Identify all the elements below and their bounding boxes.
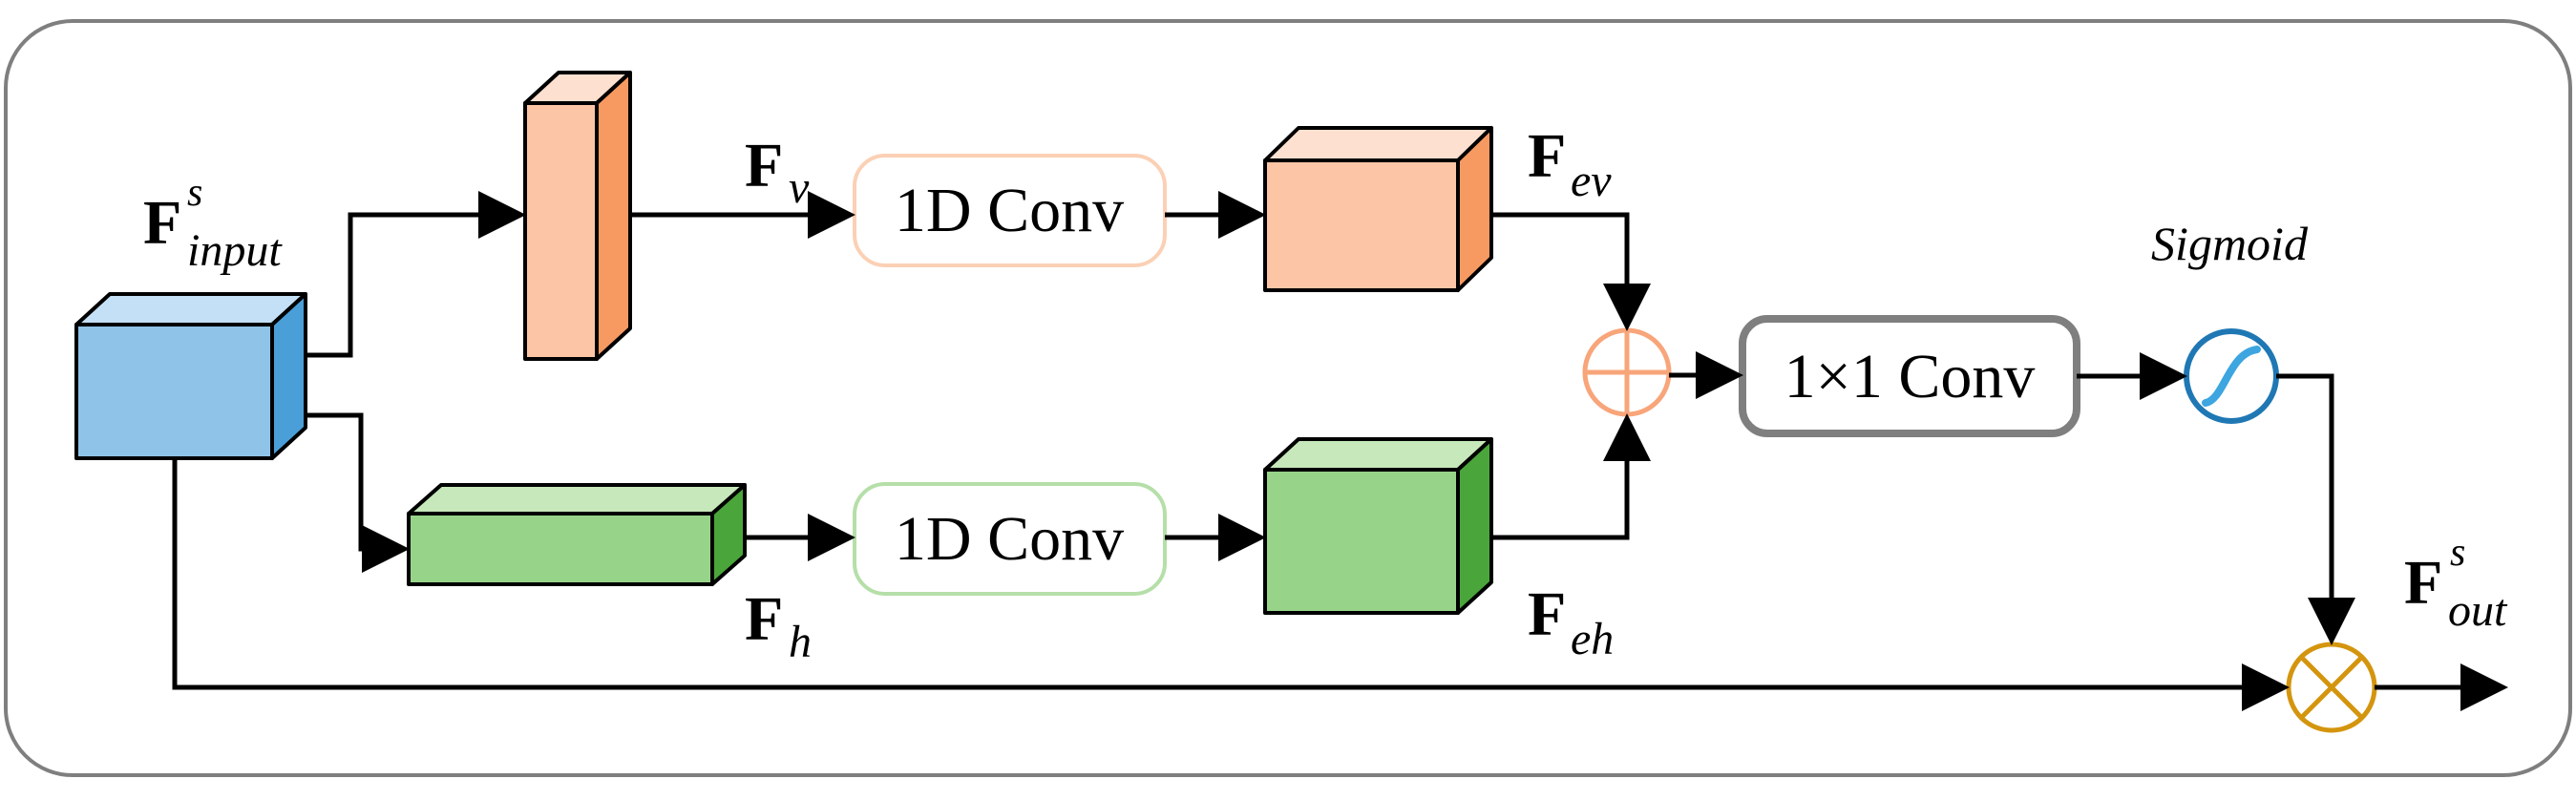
- input-cube: [74, 292, 307, 460]
- multiply-operator: [2286, 642, 2377, 733]
- label-f-ev-sub: ev: [1571, 156, 1612, 206]
- label-f-input-sub: input: [187, 225, 283, 276]
- label-f-v: F v: [745, 131, 810, 213]
- arrow-input-to-fv: [306, 191, 526, 358]
- label-f-input: F s input: [143, 171, 283, 276]
- feh-cube-top: [1263, 437, 1493, 472]
- fv-bar: [523, 71, 632, 361]
- label-sigmoid: Sigmoid: [2151, 217, 2309, 270]
- label-f-input-sup: s: [187, 171, 202, 215]
- label-f-out-sub: out: [2448, 585, 2508, 636]
- fh-bar: [407, 483, 747, 586]
- fh-bar-top: [407, 483, 747, 516]
- label-f-v-sub: v: [789, 162, 810, 213]
- feh-cube-side: [1456, 437, 1493, 615]
- label-f-ev-main: F: [1528, 121, 1566, 191]
- arrow-feh-to-add: [1491, 413, 1651, 540]
- connections: [172, 191, 2508, 711]
- conv-1x1-block: 1×1 Conv: [1739, 315, 2080, 437]
- label-f-eh-sub: eh: [1571, 614, 1614, 664]
- fh-bar-front: [407, 512, 714, 586]
- arrow-residual-to-multiply: [172, 458, 2290, 711]
- input-cube-top: [74, 292, 307, 326]
- feh-cube: [1263, 437, 1493, 615]
- label-f-h-main: F: [745, 584, 783, 654]
- label-f-eh: F eh: [1528, 579, 1614, 664]
- label-f-v-main: F: [745, 131, 783, 200]
- input-cube-side: [270, 292, 307, 460]
- fev-cube-top: [1263, 126, 1493, 162]
- feh-cube-front: [1263, 468, 1460, 615]
- label-f-out-main: F: [2404, 548, 2442, 618]
- label-f-eh-main: F: [1528, 579, 1566, 649]
- fv-bar-side: [595, 71, 632, 361]
- arrow-sigmoid-to-multiply: [2276, 373, 2355, 645]
- fev-cube-front: [1263, 158, 1460, 292]
- conv-1x1-label: 1×1 Conv: [1784, 342, 2036, 411]
- label-f-out: F s out: [2404, 531, 2508, 636]
- conv-top-label: 1D Conv: [895, 176, 1124, 245]
- label-f-ev: F ev: [1528, 121, 1612, 206]
- fv-bar-front: [523, 101, 599, 361]
- fev-cube: [1263, 126, 1493, 292]
- conv-bottom-block: 1D Conv: [853, 482, 1167, 596]
- label-f-h: F h: [745, 584, 812, 667]
- arrow-fev-to-add: [1491, 212, 1651, 331]
- label-f-input-main: F: [143, 188, 181, 258]
- label-f-h-sub: h: [789, 617, 812, 667]
- outer-frame: [4, 19, 2572, 777]
- conv-bottom-label: 1D Conv: [895, 504, 1124, 574]
- arrow-input-to-fh: [306, 412, 410, 573]
- conv-top-block: 1D Conv: [853, 154, 1167, 267]
- add-operator: [1582, 327, 1672, 417]
- input-cube-front: [74, 323, 274, 460]
- sigmoid-icon: [2184, 328, 2279, 424]
- label-f-out-sup: s: [2450, 531, 2465, 575]
